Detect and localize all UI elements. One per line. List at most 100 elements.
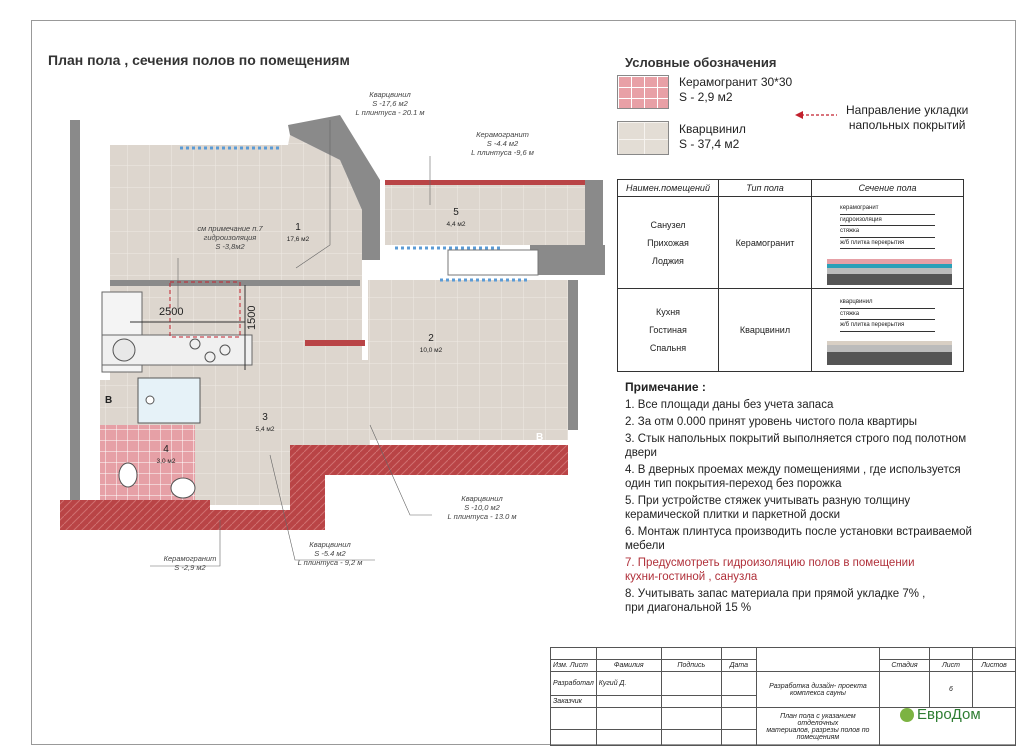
direction-line: Направление укладки [846,103,969,117]
stamp-cell [550,707,597,730]
table-row: Санузел Прихожая Лоджия Керамогранит кер… [617,196,964,289]
sink-icon [112,338,136,362]
stamp-cell [879,647,930,660]
layer-label: кварцвинил [840,297,935,309]
room-5-floor [385,185,585,245]
logo-text: ЕвроДом [917,706,981,723]
room-number: 5 [453,207,459,218]
annot-line: S -2,9 м2 [174,563,206,572]
room-name: Кухня [655,307,681,317]
stamp-cell [720,647,757,660]
wall-partition [305,340,365,346]
description-line: План пола с указанием отделочных [780,712,856,727]
hob-icon [189,338,201,350]
wall-right [568,280,578,430]
room-number: 4 [163,444,169,455]
hall-floor [290,360,370,445]
window-block [447,249,539,276]
annot-line: S -5.4 м2 [314,549,346,558]
ceramic-label: Керамогранит 30*30 S - 2,9 м2 [679,75,792,105]
stamp-cell [595,695,662,708]
annot-line: Кварцвинил [461,494,503,503]
layer-label: ж/б плитка перекрытия [840,238,935,249]
annot-line: S -3,8м2 [215,242,245,251]
stamp-cell [660,671,722,696]
room-number: 2 [428,333,434,344]
project-title: Разработка дизайн- проекта комплекса сау… [755,671,881,708]
layer-label: керамогранит [840,203,935,215]
annot-line: S -17,6 м2 [372,99,408,108]
stamp-cell [550,729,597,746]
wall-brick-bottom [200,445,568,530]
title-block: Изм. Лист Фамилия Подпись Дата Стадия Ли… [550,647,1016,746]
hob-icon-3 [219,344,231,356]
stamp-cell [879,671,930,708]
floor-sections-table: Наимен.помещений Тип пола Сечение пола С… [617,179,964,372]
drain-icon [145,395,155,405]
annot-line: гидроизоляция [203,233,257,242]
project-line: Разработка дизайн- проекта [769,682,867,690]
room-number: 1 [295,222,301,233]
ceramic-name: Керамогранит 30*30 [679,75,793,89]
toilet-icon [118,462,138,488]
rooms-cell: Кухня Гостиная Спальня [617,288,719,372]
note-item: 8. Учитывать запас материала при прямой … [625,588,926,614]
stamp-row: План пола с указанием отделочных материа… [550,707,1016,746]
vinyl-area: S - 37,4 м2 [679,137,740,151]
table-row: Кухня Гостиная Спальня Кварцвинил кварцв… [617,288,964,372]
layer-label: гидроизоляция [840,215,935,226]
layer-list: керамогранит гидроизоляция стяжка ж/б пл… [840,203,935,249]
wall-left [70,120,80,520]
developer-label: Разработал [550,671,597,696]
annot-line: L плинтуса - 20.1 м [355,108,425,117]
table-header: Наимен.помещений Тип пола Сечение пола [617,179,964,197]
annotation-waterproof: см примечание п.7 гидроизоляция S -3,8м2 [180,224,280,251]
stamp-cell [720,707,757,730]
stamp-row [550,729,1016,746]
annotation-room-5: Керамогранит S -4.4 м2 L плинтуса -9,6 м [455,130,550,157]
room-3-label: 3 5,4 м2 [249,412,281,436]
stamp-header: Лист [929,659,973,672]
annot-line: Керамогранит [163,554,217,563]
stamp-cell [720,695,757,708]
stamp-cell [720,671,757,696]
annot-line: L плинтуса - 9,2 м [297,558,363,567]
company-logo: ЕвроДом [900,706,981,723]
room-area: 5,4 м2 [255,426,275,433]
hob-icon-2 [204,351,216,363]
note-item: 2. За отм 0.000 принят уровень чистого п… [625,416,918,428]
room-name: Лоджия [652,255,684,266]
type-cell: Кварцвинил [718,288,812,372]
note-item: 3. Стык напольных покрытий выполняется с… [625,433,967,459]
layer-list: кварцвинил стяжка ж/б плитка перекрытия [840,297,935,332]
logo-icon [900,708,914,723]
room-name: Санузел [650,219,686,230]
section-cell: керамогранит гидроизоляция стяжка ж/б пл… [811,196,964,289]
stamp-cell [660,729,722,746]
floor-plan [60,115,605,530]
room-number: 3 [262,412,268,423]
annotation-room-3: Кварцвинил S -5.4 м2 L плинтуса - 9,2 м [285,540,375,567]
annot-line: L плинтуса - 13.0 м [447,512,517,521]
sheet-number: 6 [929,671,973,708]
stamp-cell [595,647,662,660]
stamp-cell [595,729,662,746]
stamp-header: Листов [972,659,1016,672]
notes-title: Примечание : [625,380,706,394]
annotation-room-1: Кварцвинил S -17,6 м2 L плинтуса - 20.1 … [335,90,445,117]
stamp-cell [755,647,881,672]
stamp-cell [550,647,597,660]
dimension-2500: 2500 [159,306,184,318]
note-item: 5. При устройстве стяжек учитывать разну… [625,495,911,521]
stamp-cell [972,647,1016,660]
annot-line: см примечание п.7 [197,224,263,233]
layer-label: стяжка [840,309,935,320]
wall-marker-b: В [105,395,113,406]
direction-arrow-icon [795,111,837,119]
client-label: Заказчик [550,695,597,708]
section-drawing [827,259,952,285]
rooms-cell: Санузел Прихожая Лоджия [617,196,719,289]
room-area: 10,0 м2 [419,347,443,354]
